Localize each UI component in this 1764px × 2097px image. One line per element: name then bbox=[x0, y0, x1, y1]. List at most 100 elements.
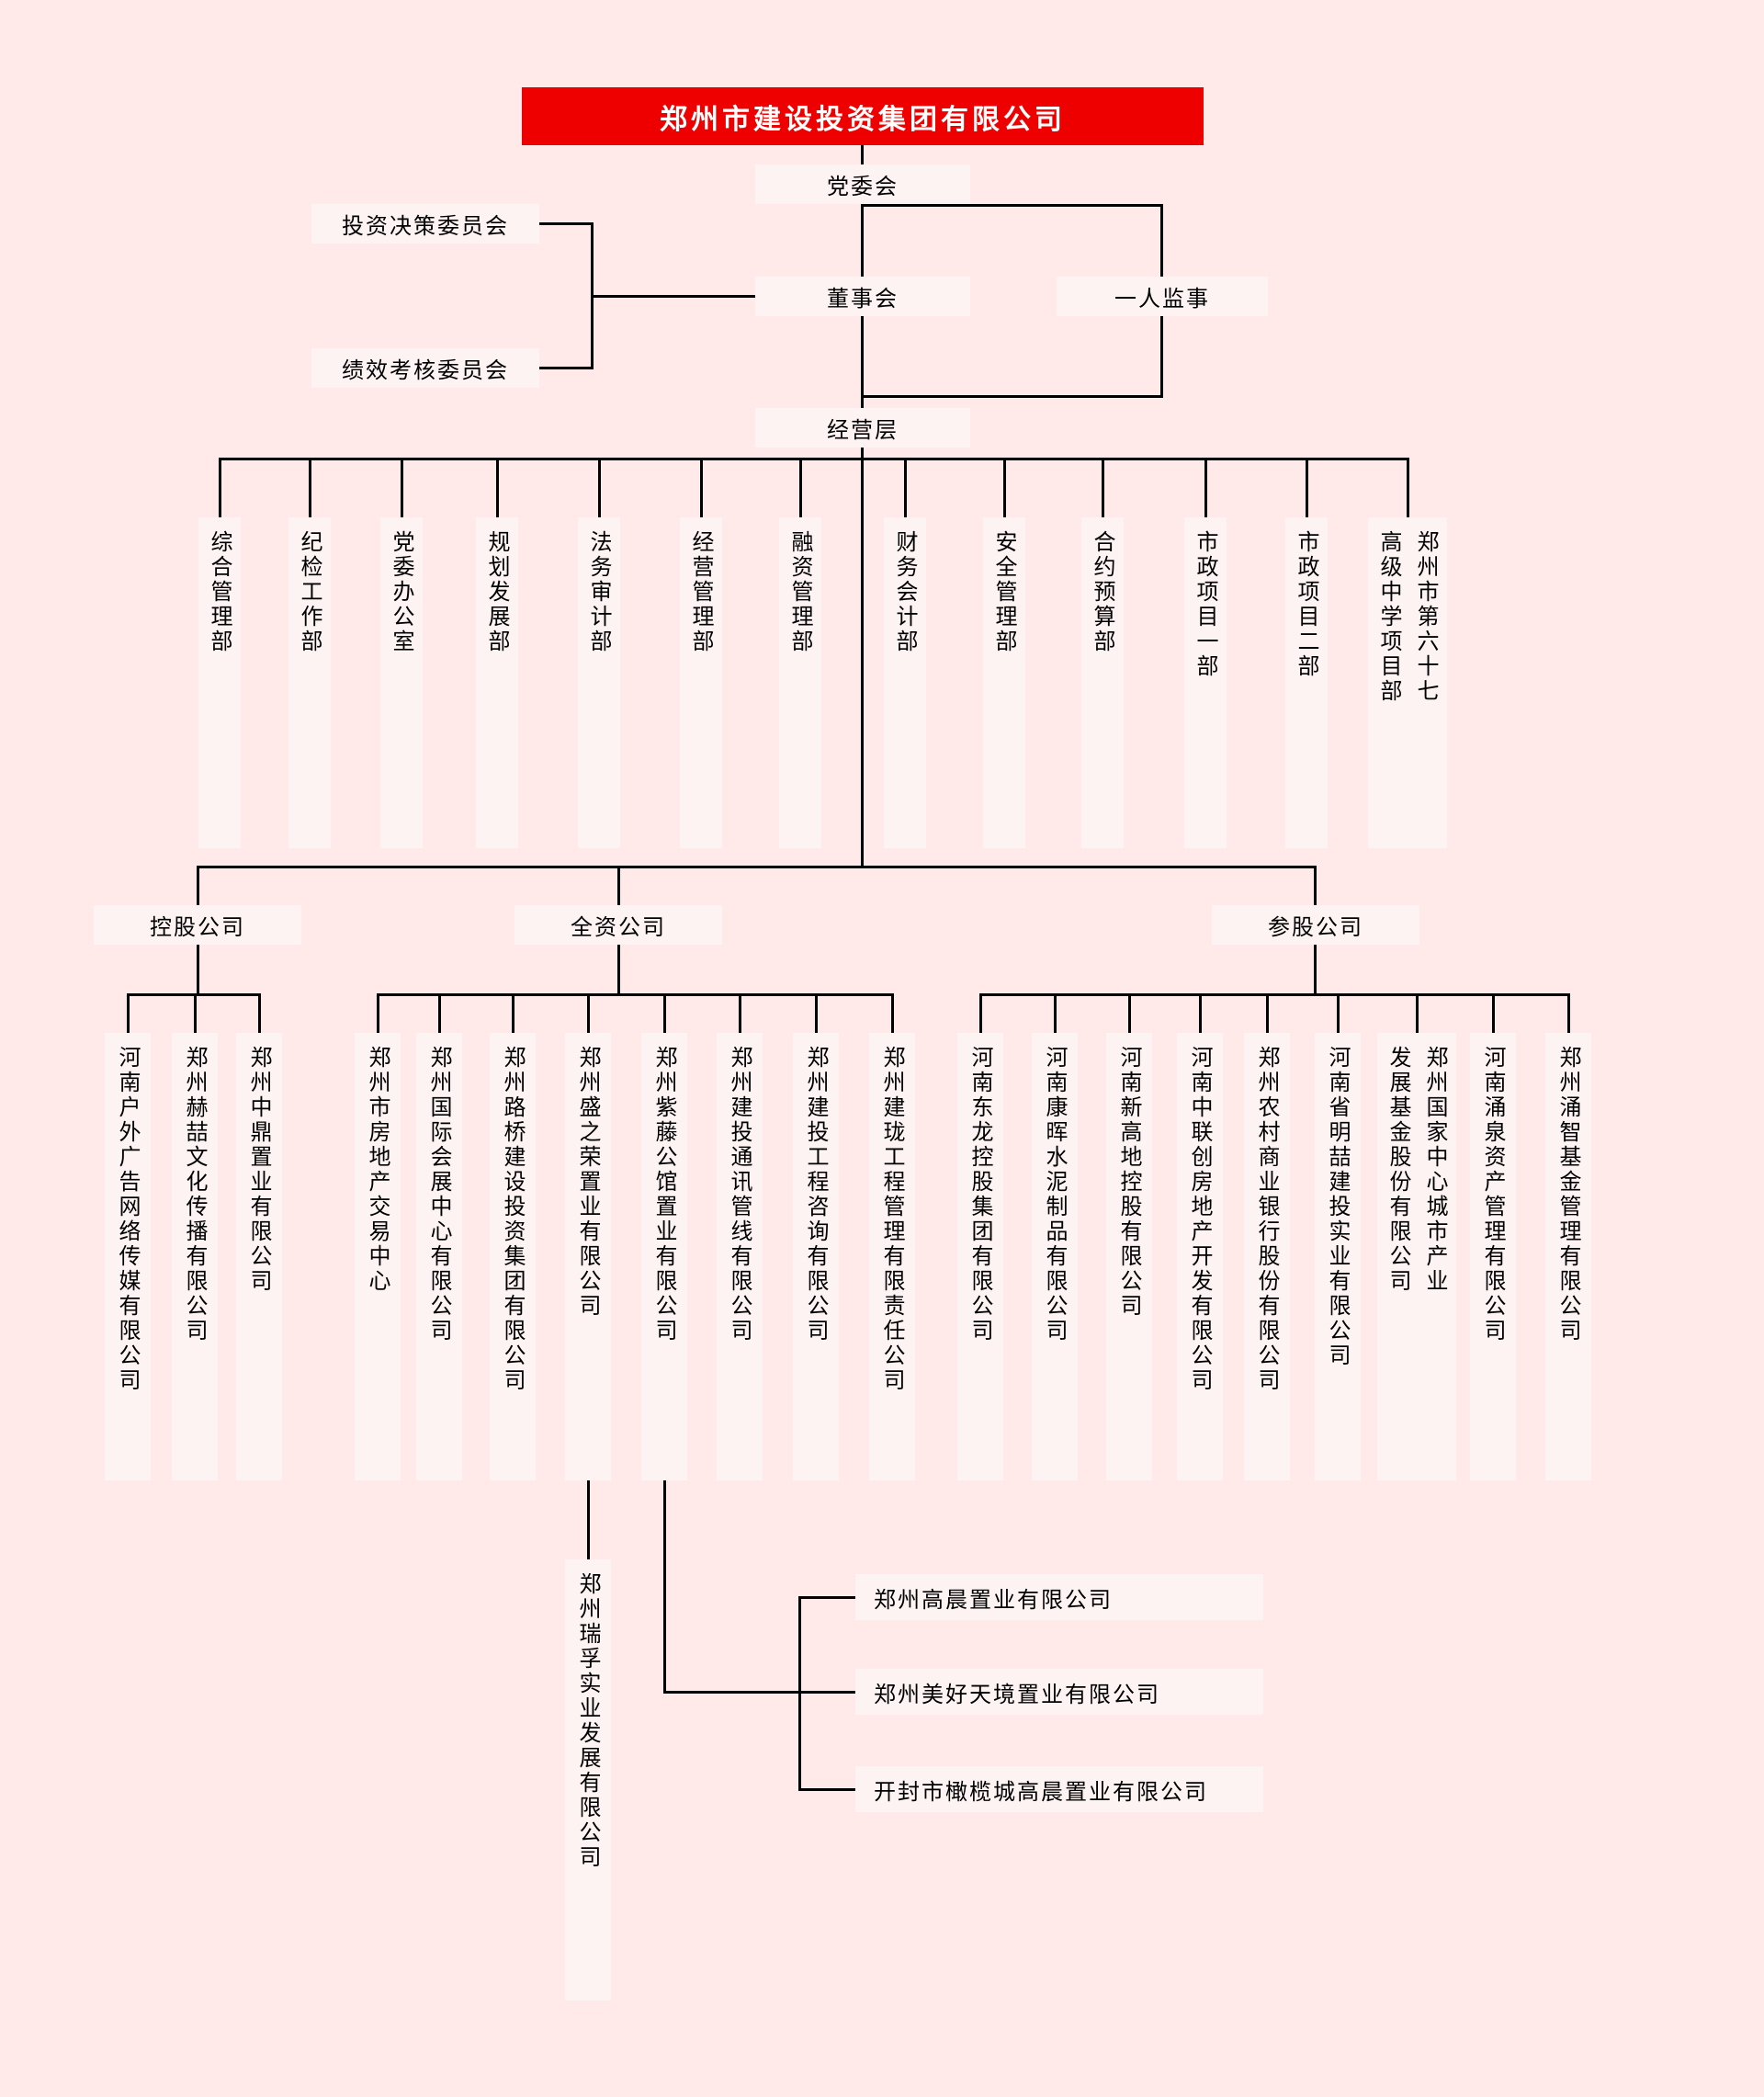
connector bbox=[1314, 945, 1317, 996]
company-box: 郑州路桥建设投资集团有限公司 bbox=[490, 1033, 536, 1480]
connector bbox=[1407, 458, 1409, 517]
connector bbox=[739, 993, 741, 1033]
connector bbox=[377, 993, 379, 1033]
company-box: 河南中联创房地产开发有限公司 bbox=[1177, 1033, 1223, 1480]
connector bbox=[1102, 458, 1104, 517]
company-label: 郑州市房地产交易中心 bbox=[365, 1046, 390, 1294]
investment-decision-committee-box: 投资决策委员会 bbox=[311, 204, 539, 244]
connector bbox=[798, 1596, 801, 1791]
connector bbox=[1199, 993, 1202, 1033]
dept-box: 郑州市第六十七高级中学项目部 bbox=[1368, 517, 1447, 848]
company-box: 郑州建投通讯管线有限公司 bbox=[717, 1033, 763, 1480]
connector bbox=[815, 993, 818, 1033]
sub-company-box: 郑州瑞孚实业发展有限公司 bbox=[565, 1559, 611, 2001]
dept-box: 安全管理部 bbox=[983, 517, 1025, 848]
root-company-banner: 郑州市建设投资集团有限公司 bbox=[522, 87, 1204, 145]
dept-label: 规划发展部 bbox=[484, 530, 510, 654]
connector bbox=[861, 204, 1163, 207]
connector bbox=[663, 1480, 666, 1694]
dept-box: 融资管理部 bbox=[779, 517, 821, 848]
connector bbox=[663, 993, 666, 1033]
connector bbox=[496, 458, 499, 517]
company-label: 郑州赫喆文化传播有限公司 bbox=[182, 1046, 208, 1343]
dept-box: 财务会计部 bbox=[884, 517, 926, 848]
connector bbox=[258, 993, 261, 1033]
dept-box: 市政项目二部 bbox=[1285, 517, 1328, 848]
dept-label: 财务会计部 bbox=[892, 530, 918, 654]
connector bbox=[1128, 993, 1131, 1033]
dept-box: 经营管理部 bbox=[680, 517, 722, 848]
connector bbox=[700, 458, 703, 517]
connector bbox=[598, 458, 601, 517]
connector bbox=[197, 945, 199, 996]
dept-label: 法务审计部 bbox=[586, 530, 612, 654]
company-box: 郑州中鼎置业有限公司 bbox=[236, 1033, 282, 1480]
connector bbox=[512, 993, 514, 1033]
connector bbox=[617, 945, 620, 996]
company-box: 郑州国际会展中心有限公司 bbox=[416, 1033, 462, 1480]
connector bbox=[1416, 993, 1419, 1033]
dept-label: 安全管理部 bbox=[991, 530, 1017, 654]
dept-box: 合约预算部 bbox=[1081, 517, 1124, 848]
connector bbox=[591, 295, 756, 298]
sub-company-box: 郑州美好天境置业有限公司 bbox=[855, 1669, 1263, 1715]
dept-box: 市政项目一部 bbox=[1184, 517, 1227, 848]
connector bbox=[904, 458, 907, 517]
connector bbox=[587, 1480, 590, 1559]
company-label: 郑州国际会展中心有限公司 bbox=[426, 1046, 452, 1343]
connector bbox=[1204, 458, 1207, 517]
company-label: 河南省明喆建投实业有限公司 bbox=[1325, 1046, 1351, 1368]
company-label: 郑州盛之荣置业有限公司 bbox=[575, 1046, 601, 1319]
dept-label: 综合管理部 bbox=[207, 530, 232, 654]
connector bbox=[194, 993, 197, 1033]
company-box: 郑州涌智基金管理有限公司 bbox=[1545, 1033, 1591, 1480]
dept-label: 党委办公室 bbox=[389, 530, 414, 654]
connector bbox=[1337, 993, 1340, 1033]
company-label: 河南新高地控股有限公司 bbox=[1116, 1046, 1142, 1319]
company-box: 河南东龙控股集团有限公司 bbox=[957, 1033, 1003, 1480]
company-box: 河南涌泉资产管理有限公司 bbox=[1470, 1033, 1516, 1480]
connector bbox=[1160, 204, 1163, 279]
connector bbox=[617, 866, 620, 905]
company-label: 郑州国家中心城市产业发展基金股份有限公司 bbox=[1385, 1046, 1448, 1294]
connector bbox=[979, 993, 982, 1033]
connector bbox=[539, 222, 593, 225]
group-wholly-owned-box: 全资公司 bbox=[514, 905, 722, 945]
management-layer-box: 经营层 bbox=[755, 408, 970, 448]
dept-box: 党委办公室 bbox=[380, 517, 423, 848]
connector bbox=[861, 448, 864, 868]
dept-label: 市政项目二部 bbox=[1294, 530, 1319, 679]
connector bbox=[219, 458, 1409, 460]
company-box: 郑州盛之荣置业有限公司 bbox=[565, 1033, 611, 1480]
company-box: 河南新高地控股有限公司 bbox=[1106, 1033, 1152, 1480]
connector bbox=[861, 145, 864, 164]
company-box: 郑州建投工程咨询有限公司 bbox=[793, 1033, 839, 1480]
connector bbox=[798, 1788, 855, 1791]
company-box: 河南康晖水泥制品有限公司 bbox=[1032, 1033, 1078, 1480]
root-company-title: 郑州市建设投资集团有限公司 bbox=[660, 103, 1066, 136]
dept-label: 合约预算部 bbox=[1090, 530, 1115, 654]
company-label: 郑州中鼎置业有限公司 bbox=[246, 1046, 272, 1294]
group-participating-box: 参股公司 bbox=[1212, 905, 1419, 945]
connector bbox=[1266, 993, 1269, 1033]
dept-label: 经营管理部 bbox=[688, 530, 714, 654]
party-committee-box: 党委会 bbox=[755, 164, 970, 204]
company-label: 河南中联创房地产开发有限公司 bbox=[1187, 1046, 1213, 1393]
connector bbox=[377, 993, 894, 996]
company-box: 河南户外广告网络传媒有限公司 bbox=[105, 1033, 151, 1480]
performance-assessment-committee-box: 绩效考核委员会 bbox=[311, 348, 539, 388]
connector bbox=[861, 204, 864, 277]
connector bbox=[539, 367, 593, 369]
dept-box: 法务审计部 bbox=[578, 517, 620, 848]
company-label: 河南涌泉资产管理有限公司 bbox=[1480, 1046, 1506, 1343]
connector bbox=[197, 866, 199, 905]
connector bbox=[1492, 993, 1495, 1033]
connector bbox=[861, 316, 864, 408]
dept-label: 郑州市第六十七高级中学项目部 bbox=[1376, 530, 1439, 704]
dept-box: 综合管理部 bbox=[198, 517, 241, 848]
dept-box: 纪检工作部 bbox=[288, 517, 331, 848]
group-holding-box: 控股公司 bbox=[94, 905, 301, 945]
connector bbox=[1003, 458, 1006, 517]
company-label: 郑州紫藤公馆置业有限公司 bbox=[651, 1046, 677, 1343]
